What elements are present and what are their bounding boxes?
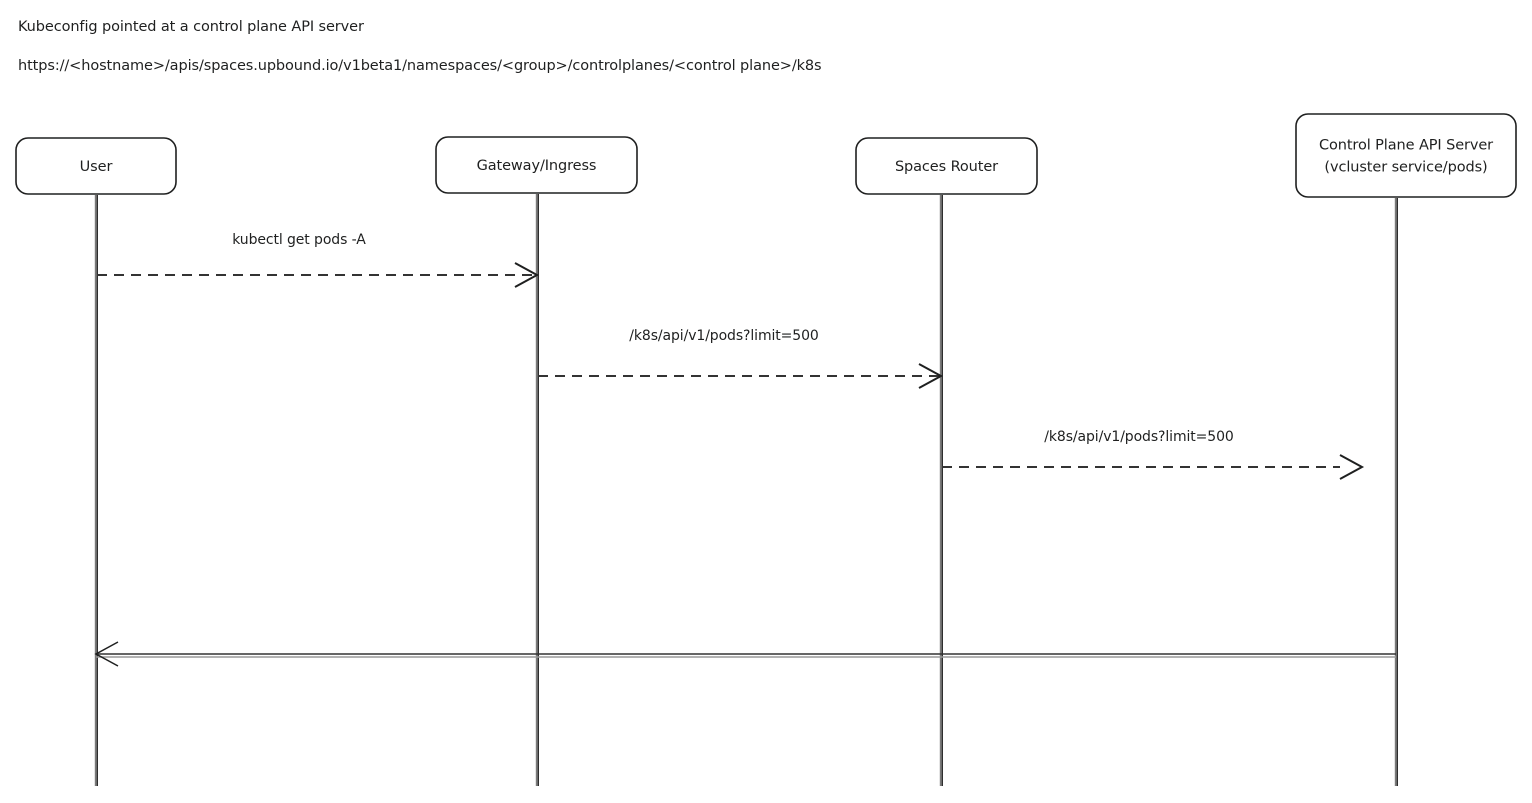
actor-gateway-ingress[interactable]: Gateway/Ingress (435, 136, 638, 194)
actor-label-control-plane-api-line1: Control Plane API Server (1319, 138, 1493, 154)
actor-label-spaces-router: Spaces Router (895, 159, 998, 175)
message-label-3: /k8s/api/v1/pods?limit=500 (1044, 429, 1233, 445)
actor-box-user[interactable] (15, 137, 177, 195)
actor-label-user: User (80, 159, 113, 175)
control-plane-api-url: https://<hostname>/apis/spaces.upbound.i… (18, 58, 822, 74)
actor-box-gateway[interactable] (435, 136, 638, 194)
lifelines-group (94, 194, 1398, 786)
arrowhead-right-1 (514, 262, 540, 288)
page-title: Kubeconfig pointed at a control plane AP… (18, 19, 364, 35)
actor-spaces-router[interactable]: Spaces Router (855, 137, 1038, 195)
arrowhead-right-3 (1339, 454, 1365, 480)
actor-control-plane-api-server[interactable]: Control Plane API Server (vcluster servi… (1295, 113, 1517, 198)
actor-label-control-plane-api-line2: (vcluster service/pods) (1324, 160, 1487, 176)
message-k8s-api-pods-gateway-to-router: /k8s/api/v1/pods?limit=500 (538, 328, 944, 389)
message-k8s-api-pods-router-to-controlplane: /k8s/api/v1/pods?limit=500 (942, 429, 1365, 480)
message-response-to-user (94, 641, 1396, 667)
actor-label-gateway: Gateway/Ingress (477, 158, 597, 174)
actors-group: User Gateway/Ingress Spaces Router Contr… (15, 113, 1517, 198)
message-kubectl-get-pods: kubectl get pods -A (97, 232, 540, 288)
arrowhead-left-4 (94, 641, 119, 667)
actor-user[interactable]: User (15, 137, 177, 195)
arrowhead-right-2 (918, 363, 944, 389)
messages-group: kubectl get pods -A /k8s/api/v1/pods?lim… (94, 232, 1396, 667)
actor-box-spaces-router[interactable] (855, 137, 1038, 195)
actor-box-control-plane-api[interactable] (1295, 113, 1517, 198)
message-label-2: /k8s/api/v1/pods?limit=500 (629, 328, 818, 344)
message-label-1: kubectl get pods -A (232, 232, 366, 248)
